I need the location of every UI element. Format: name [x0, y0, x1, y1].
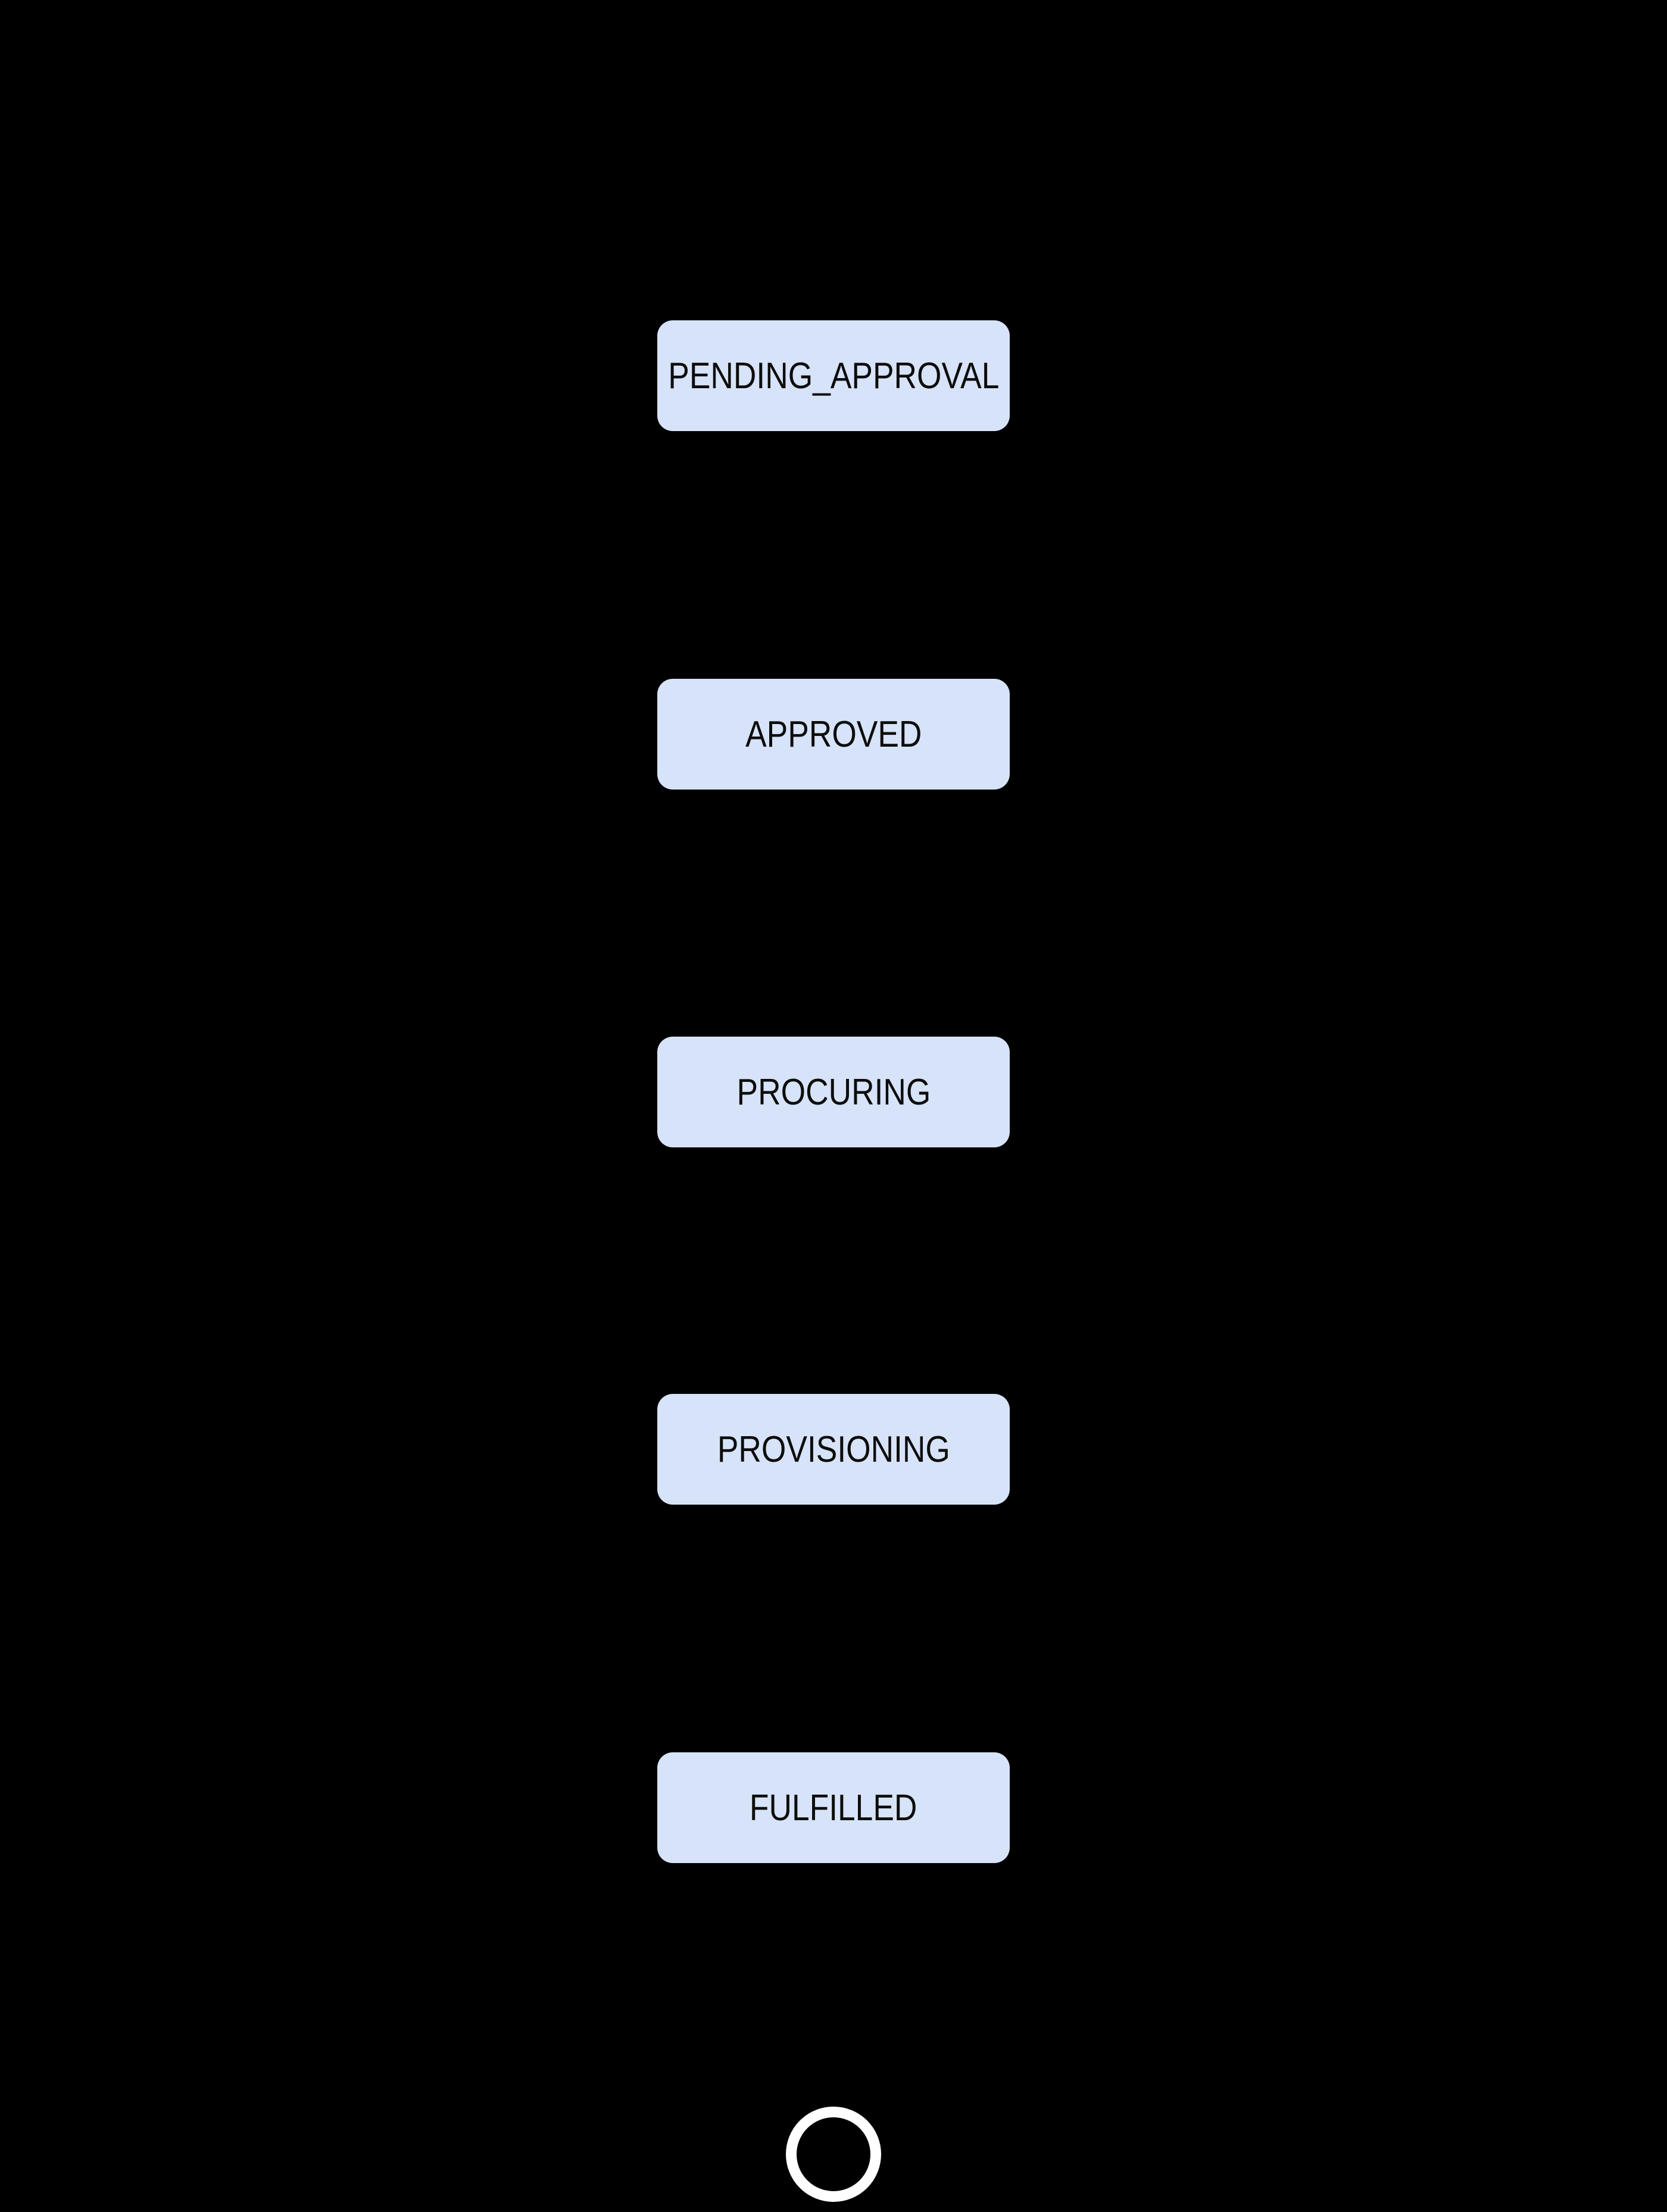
state-label-approved: APPROVED [745, 713, 922, 755]
state-node-procuring: PROCURING [657, 1037, 1010, 1147]
state-label-fulfilled: FULFILLED [750, 1787, 917, 1829]
state-label-provisioning: PROVISIONING [717, 1428, 950, 1470]
state-node-provisioning: PROVISIONING [657, 1394, 1010, 1505]
state-label-pending-approval: PENDING_APPROVAL [667, 355, 1000, 397]
final-state-ring-icon [786, 2107, 881, 2202]
state-node-fulfilled: FULFILLED [657, 1752, 1010, 1863]
state-node-pending-approval: PENDING_APPROVAL [657, 320, 1010, 431]
state-label-procuring: PROCURING [736, 1071, 931, 1113]
state-node-approved: APPROVED [657, 679, 1010, 790]
